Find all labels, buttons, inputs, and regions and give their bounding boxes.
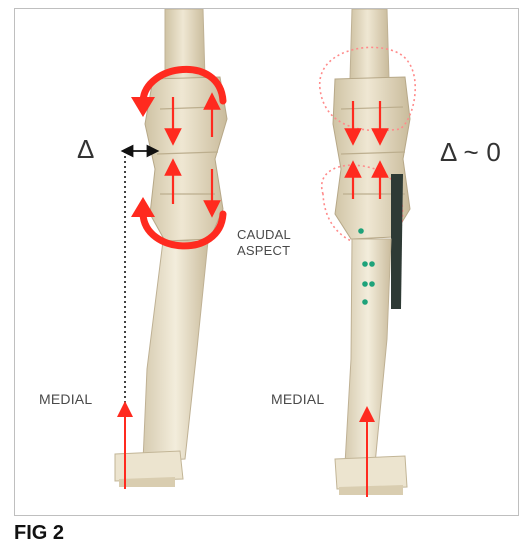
right-delta-label: Δ ~ 0 — [440, 137, 501, 168]
limb-illustration — [15, 9, 518, 515]
caudal-line-1: CAUDAL — [237, 227, 291, 243]
figure-panel: Δ Δ ~ 0 CAUDAL ASPECT MEDIAL MEDIAL — [14, 8, 519, 516]
caudal-aspect-label: CAUDAL ASPECT — [237, 227, 291, 259]
left-delta-label: Δ — [77, 134, 95, 165]
medial-label-left: MEDIAL — [39, 391, 92, 407]
caudal-line-2: ASPECT — [237, 243, 291, 259]
figure-caption: FIG 2 — [14, 522, 64, 545]
medial-label-right: MEDIAL — [271, 391, 324, 407]
